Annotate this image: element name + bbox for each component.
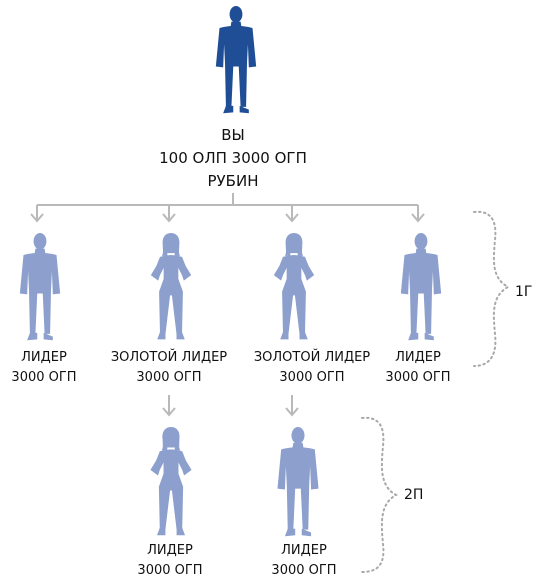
member-5-label: ЛИДЕР 3000 ОГП — [137, 541, 202, 581]
member-2-label: ЗОЛОТОЙ ЛИДЕР 3000 ОГП — [111, 348, 227, 388]
member-1-label: ЛИДЕР 3000 ОГП — [11, 348, 76, 388]
member-1-man-silhouette-icon — [19, 233, 61, 341]
level-2-bracket — [361, 416, 399, 573]
member-points: 3000 ОГП — [279, 370, 345, 385]
member-points: 3000 ОГП — [11, 370, 77, 385]
member-name: ЗОЛОТОЙ ЛИДЕР — [253, 350, 371, 365]
arrow-heads — [30, 213, 425, 417]
root-points: 100 ОЛП 3000 ОГП — [159, 149, 307, 167]
arrow-head-icon — [285, 213, 299, 223]
arrow-head-icon — [162, 213, 176, 223]
level-2-label: 2П — [404, 487, 424, 503]
member-points: 3000 ОГП — [137, 563, 203, 578]
level-1-bracket — [473, 210, 511, 367]
member-5-woman-silhouette-icon — [150, 427, 192, 536]
arrow-head-icon — [285, 407, 299, 417]
level-1-label: 1Г — [515, 284, 533, 300]
member-2-woman-silhouette-icon — [150, 233, 192, 340]
root-rank: РУБИН — [207, 172, 259, 190]
member-6-label: ЛИДЕР 3000 ОГП — [271, 541, 336, 581]
root-title: ВЫ — [221, 126, 245, 144]
member-3-woman-silhouette-icon — [273, 233, 315, 340]
member-name: ЛИДЕР — [281, 543, 327, 558]
member-points: 3000 ОГП — [271, 563, 337, 578]
arrow-head-icon — [162, 407, 176, 417]
member-name: ЛИДЕР — [21, 350, 67, 365]
arrow-head-icon — [30, 213, 44, 223]
member-name: ЛИДЕР — [147, 543, 193, 558]
arrow-head-icon — [411, 213, 425, 223]
member-6-man-silhouette-icon — [277, 427, 319, 537]
member-4-label: ЛИДЕР 3000 ОГП — [385, 348, 450, 388]
connector-lines — [36, 193, 419, 414]
member-points: 3000 ОГП — [136, 370, 202, 385]
member-name: ЛИДЕР — [395, 350, 441, 365]
member-4-man-silhouette-icon — [400, 233, 442, 341]
root-man-silhouette-icon — [215, 6, 257, 114]
member-name: ЗОЛОТОЙ ЛИДЕР — [110, 350, 228, 365]
member-3-label: ЗОЛОТОЙ ЛИДЕР 3000 ОГП — [254, 348, 370, 388]
root-node-label: ВЫ 100 ОЛП 3000 ОГП РУБИН — [159, 124, 307, 193]
member-points: 3000 ОГП — [385, 370, 451, 385]
